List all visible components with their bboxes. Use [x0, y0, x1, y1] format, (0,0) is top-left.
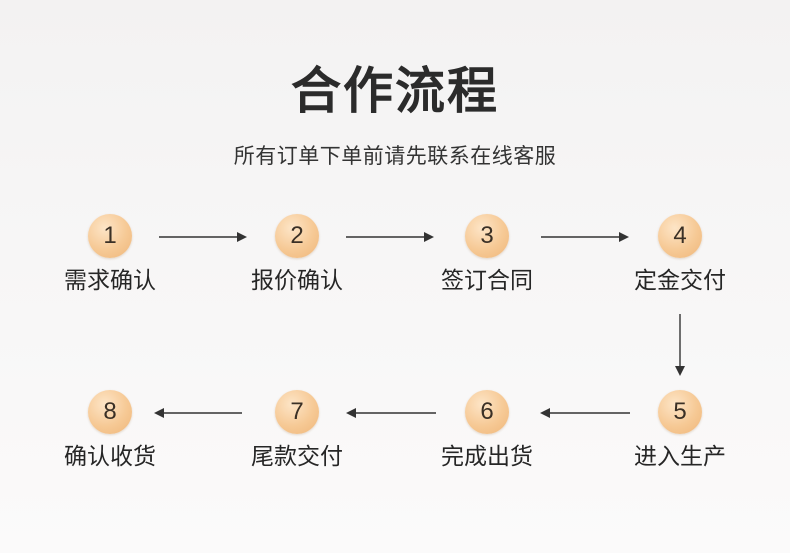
- step-6: 6 完成出货: [417, 390, 557, 490]
- step-8: 8 确认收货: [40, 390, 180, 490]
- step-number-badge: 7: [275, 390, 319, 434]
- step-2: 2 报价确认: [227, 214, 367, 314]
- page-subtitle: 所有订单下单前请先联系在线客服: [233, 144, 557, 168]
- step-number-badge: 1: [88, 214, 132, 258]
- arrow-right-icon: [541, 232, 629, 242]
- step-5: 5 进入生产: [610, 390, 750, 490]
- step-number-badge: 3: [465, 214, 509, 258]
- arrow-left-icon: [346, 408, 436, 418]
- step-1: 1 需求确认: [40, 214, 180, 314]
- step-number-badge: 4: [658, 214, 702, 258]
- step-number-badge: 8: [88, 390, 132, 434]
- step-number-badge: 6: [465, 390, 509, 434]
- step-label: 定金交付: [634, 268, 726, 294]
- step-number-badge: 5: [658, 390, 702, 434]
- step-7: 7 尾款交付: [227, 390, 367, 490]
- step-label: 报价确认: [251, 268, 343, 294]
- arrow-right-icon: [159, 232, 247, 242]
- step-label: 完成出货: [441, 444, 533, 470]
- page-title: 合作流程: [291, 62, 499, 120]
- step-label: 确认收货: [64, 444, 156, 470]
- step-number-badge: 2: [275, 214, 319, 258]
- step-label: 进入生产: [634, 444, 726, 470]
- step-4: 4 定金交付: [610, 214, 750, 314]
- step-label: 需求确认: [64, 268, 156, 294]
- step-label: 签订合同: [441, 268, 533, 294]
- arrow-right-icon: [346, 232, 434, 242]
- arrow-down-icon: [675, 314, 685, 376]
- arrow-left-icon: [154, 408, 242, 418]
- step-label: 尾款交付: [251, 444, 343, 470]
- arrow-left-icon: [540, 408, 630, 418]
- step-3: 3 签订合同: [417, 214, 557, 314]
